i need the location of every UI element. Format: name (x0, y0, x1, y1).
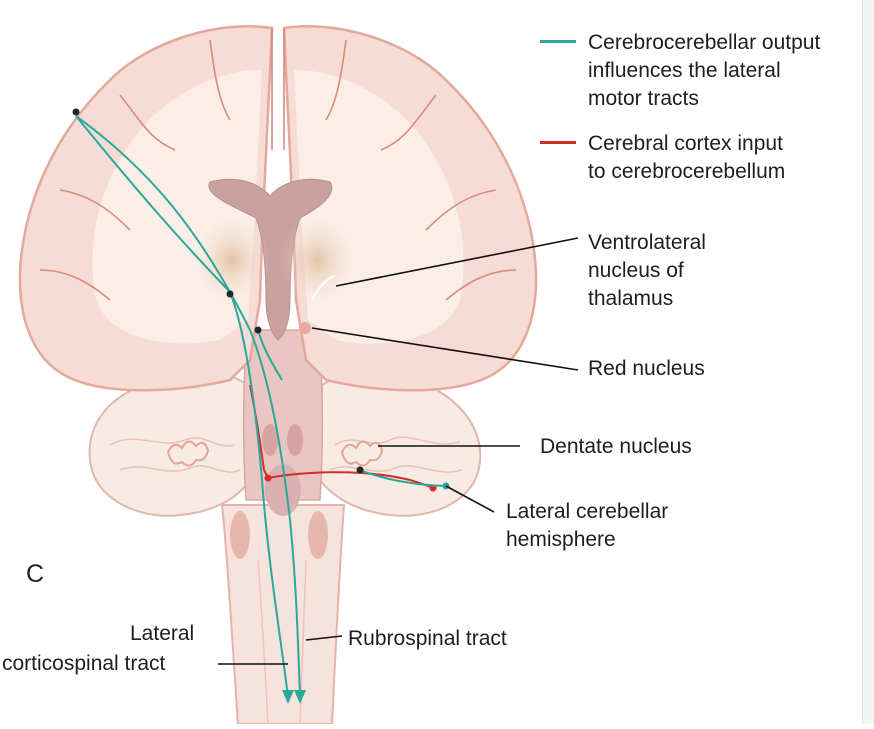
dentate-nucleus-left (166, 440, 210, 467)
label-lateral-corticospinal-1: Lateral (130, 622, 195, 645)
legend-teal-line-3: motor tracts (588, 87, 699, 110)
legend-teal-line-1: Cerebrocerebellar output (588, 31, 821, 54)
label-ventrolateral-2: nucleus of (588, 259, 684, 282)
dentate-nucleus-right (340, 440, 384, 467)
thalamus (194, 216, 270, 304)
legend-teal-line-2: influences the lateral (588, 59, 781, 82)
label-lateral-cerebellar-1: Lateral cerebellar (506, 500, 669, 523)
legend-red-line-2: to cerebrocerebellum (588, 160, 786, 183)
teal-pathway (75, 115, 447, 697)
label-red-nucleus: Red nucleus (588, 357, 705, 380)
label-dentate-nucleus: Dentate nucleus (540, 435, 692, 458)
arrow-corticospinal (282, 690, 294, 704)
scrollbar[interactable] (862, 0, 874, 724)
legend-swatch-red (540, 141, 576, 144)
legend-red-line-1: Cerebral cortex input (588, 132, 783, 155)
cerebellum (88, 369, 482, 517)
label-lateral-corticospinal-2: corticospinal tract (2, 652, 166, 675)
panel-letter: C (26, 560, 45, 588)
label-ventrolateral-1: Ventrolateral (588, 231, 706, 254)
label-ventrolateral-3: thalamus (588, 287, 674, 310)
legend-swatch-teal (540, 40, 576, 43)
label-lateral-cerebellar-2: hemisphere (506, 528, 616, 551)
leader-lines (218, 237, 579, 665)
red-nucleus (299, 322, 311, 334)
label-rubrospinal: Rubrospinal tract (348, 627, 507, 650)
arrow-rubrospinal (294, 690, 306, 704)
